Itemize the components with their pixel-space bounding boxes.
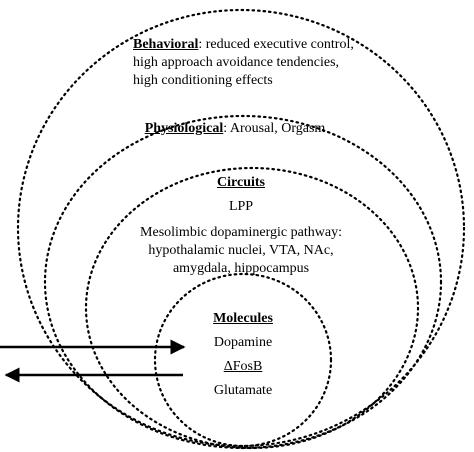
molecules-heading: Molecules: [213, 311, 273, 326]
molecule-dopamine: Dopamine: [213, 335, 273, 350]
physiological-text: : Arousal, Orgasm: [223, 121, 326, 136]
physiological-heading: Physiological: [144, 121, 224, 136]
behavioral-line2: high approach avoidance tendencies,: [133, 55, 340, 70]
behavioral-label: Behavioral: reduced executive control,: [133, 36, 354, 53]
circuits-circle: [84, 166, 420, 450]
circuits-heading: Circuits: [217, 175, 265, 190]
circuits-pathway-line1: Mesolimbic dopaminergic pathway:: [140, 225, 342, 240]
physiological-label: Physiological: Arousal, Orgasm: [145, 120, 326, 137]
behavioral-line3: high conditioning effects: [133, 73, 273, 88]
molecule-glutamate: Glutamate: [213, 383, 273, 398]
behavioral-heading: Behavioral: [133, 37, 199, 52]
behavioral-line1: : reduced executive control,: [198, 37, 354, 52]
molecule-deltafosb: ΔFosB: [223, 359, 263, 374]
circuits-pathway-line3: amygdala, hippocampus: [172, 261, 310, 276]
circuits-item-lpp: LPP: [228, 199, 254, 214]
molecules-circle: [153, 272, 333, 448]
circuits-pathway-line2: hypothalamic nuclei, VTA, NAc,: [148, 243, 334, 258]
